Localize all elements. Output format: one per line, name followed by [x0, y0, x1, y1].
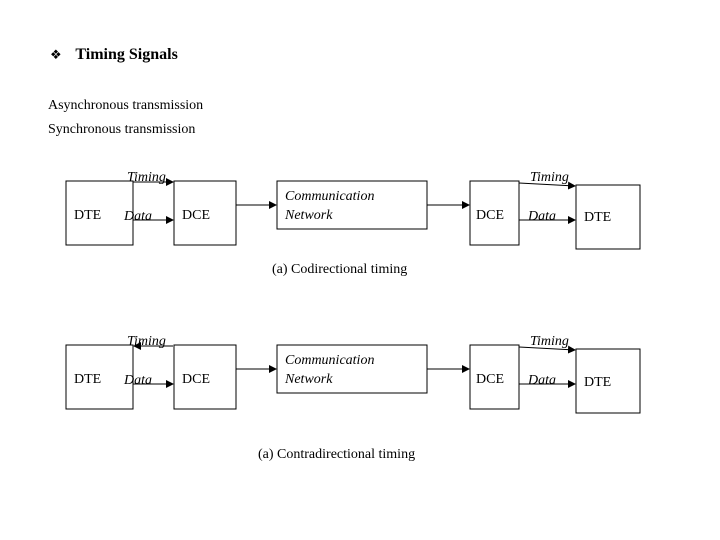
dte-right-box — [575, 184, 641, 250]
network-label-line2-2: Network — [284, 372, 333, 387]
dte-right-box-2 — [575, 348, 641, 414]
timing-label-right: Timing — [530, 170, 569, 185]
caption-codirectional: (a) Codirectional timing — [272, 262, 407, 277]
contradirectional-diagram: DTE DCE Communication Network DCE DTE Ti… — [65, 334, 641, 462]
data-label-right: Data — [527, 209, 556, 224]
data-label-left-2: Data — [123, 373, 152, 388]
dte-left-box — [65, 180, 134, 246]
dce-right-box — [469, 180, 520, 246]
heading-title: Timing Signals — [75, 46, 178, 63]
timing-label-right-2: Timing — [530, 334, 569, 349]
dte-right-label-2: DTE — [584, 375, 611, 390]
dte-right-label: DTE — [584, 210, 611, 225]
data-label-left: Data — [123, 209, 152, 224]
dce-left-box-2 — [173, 344, 237, 410]
bullet-icon: ❖ — [50, 47, 62, 62]
dce-left-box — [173, 180, 237, 246]
dce-right-box-2 — [469, 344, 520, 410]
dte-left-label-2: DTE — [74, 372, 101, 387]
async-line: Asynchronous transmission — [48, 98, 204, 113]
dce-right-label-2: DCE — [476, 372, 504, 387]
caption-contradirectional: (a) Contradirectional timing — [258, 447, 415, 462]
section-heading: ❖ Timing Signals — [50, 46, 178, 64]
dce-left-label-2: DCE — [182, 372, 210, 387]
timing-label-left-2: Timing — [127, 334, 166, 349]
network-label-line2: Network — [284, 208, 333, 223]
dce-left-label: DCE — [182, 208, 210, 223]
dte-left-label: DTE — [74, 208, 101, 223]
timing-label-left: Timing — [127, 170, 166, 185]
network-label-line1-2: Communication — [285, 353, 374, 368]
timing-arrow-right-2 — [518, 345, 576, 354]
sync-line: Synchronous transmission — [48, 122, 196, 137]
data-label-right-2: Data — [527, 373, 556, 388]
dce-right-label: DCE — [476, 208, 504, 223]
codirectional-diagram: DTE DCE Communication Network DCE DTE Ti… — [65, 170, 641, 277]
dte-left-box-2 — [65, 344, 134, 410]
timing-arrow-right — [518, 181, 576, 190]
network-label-line1: Communication — [285, 189, 374, 204]
